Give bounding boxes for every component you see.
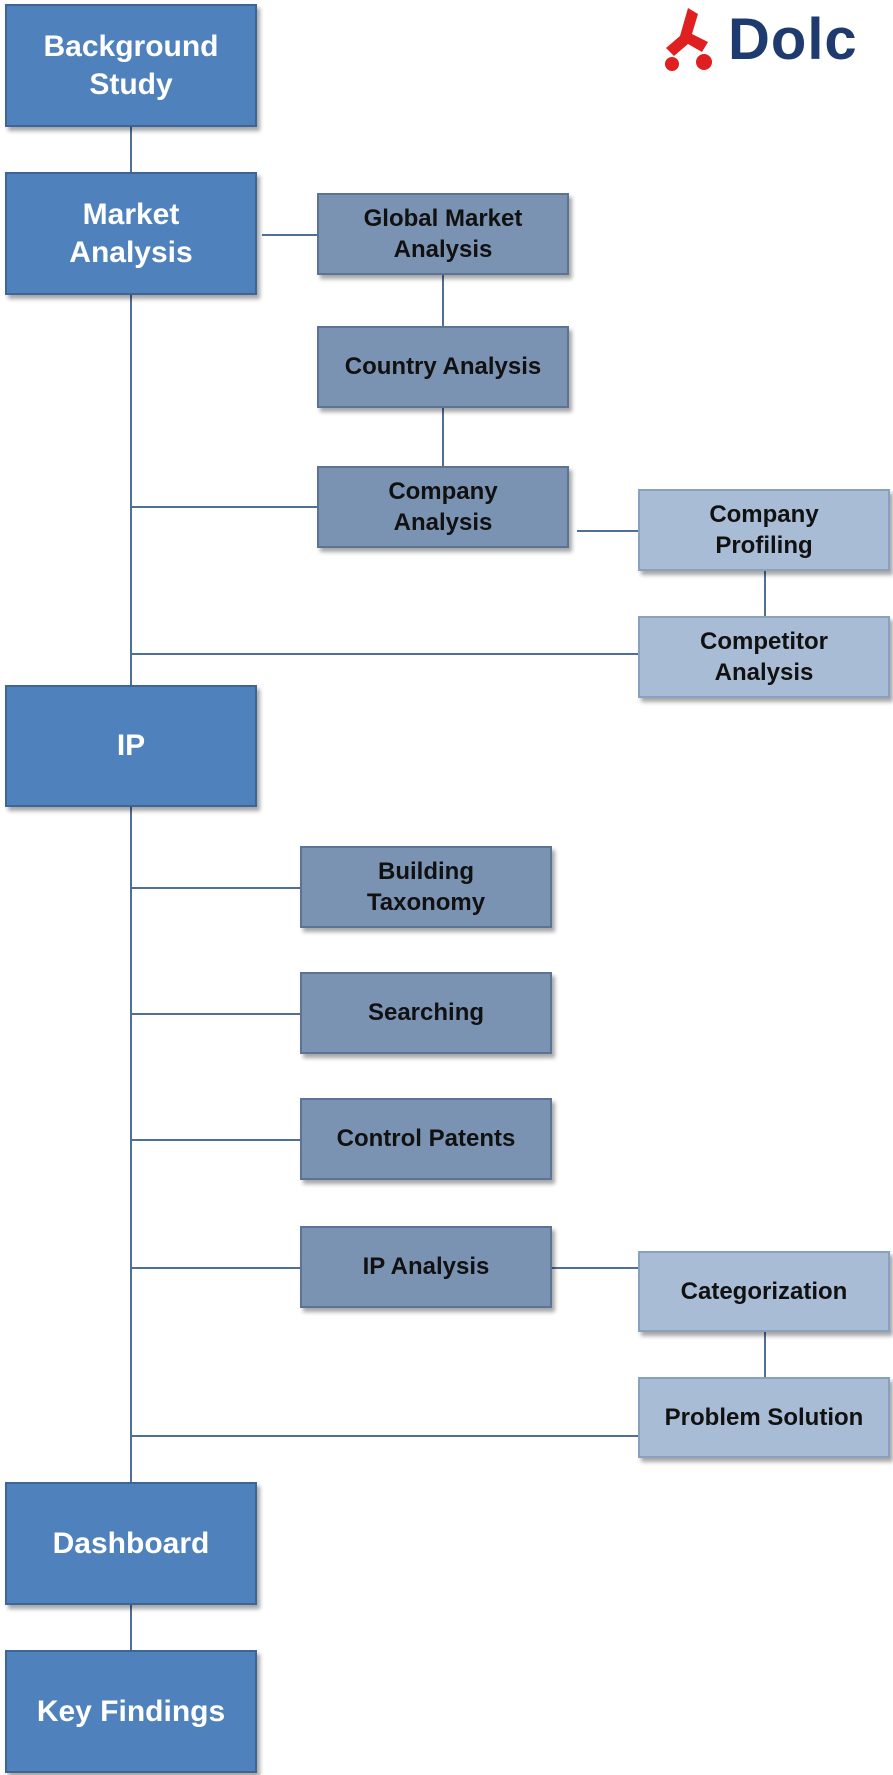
node-searching: Searching [300, 972, 552, 1054]
connector-country-company [442, 408, 444, 466]
node-ip-analysis: IP Analysis [300, 1226, 552, 1308]
node-control-patents: Control Patents [300, 1098, 552, 1180]
node-ip: IP [5, 685, 257, 807]
node-building-taxonomy: Building Taxonomy [300, 846, 552, 928]
connector-main-trunk [130, 295, 132, 685]
connector-categorization-problem [764, 1331, 766, 1378]
connector-trunk-competitor [130, 653, 638, 655]
connector-trunk-searching [130, 1013, 300, 1015]
logo-mark-icon [665, 8, 712, 71]
node-company-analysis: Company Analysis [317, 466, 569, 548]
node-categorization: Categorization [638, 1251, 890, 1332]
connector-trunk-problem [130, 1435, 638, 1437]
company-logo: Dolc [658, 4, 858, 74]
connector-market-global [262, 234, 317, 236]
node-background-study: Background Study [5, 4, 257, 127]
node-global-market-analysis: Global Market Analysis [317, 193, 569, 275]
connector-dashboard-keyfindings [130, 1605, 132, 1650]
connector-global-country [442, 274, 444, 326]
node-dashboard: Dashboard [5, 1482, 257, 1605]
connector-ip-trunk [130, 805, 132, 1483]
connector-ipanalysis-categorization [552, 1267, 638, 1269]
connector-main-trunk-top [130, 125, 132, 172]
connector-trunk-ipanalysis [130, 1267, 300, 1269]
logo-text: Dolc [728, 6, 858, 72]
connector-trunk-control [130, 1139, 300, 1141]
connector-trunk-taxonomy [130, 887, 300, 889]
connector-trunk-company [130, 506, 317, 508]
node-market-analysis: Market Analysis [5, 172, 257, 295]
connector-company-profiling [577, 530, 638, 532]
node-key-findings: Key Findings [5, 1650, 257, 1773]
node-company-profiling: Company Profiling [638, 489, 890, 571]
connector-profiling-competitor [764, 570, 766, 616]
node-country-analysis: Country Analysis [317, 326, 569, 408]
node-problem-solution: Problem Solution [638, 1377, 890, 1458]
node-competitor-analysis: Competitor Analysis [638, 616, 890, 698]
